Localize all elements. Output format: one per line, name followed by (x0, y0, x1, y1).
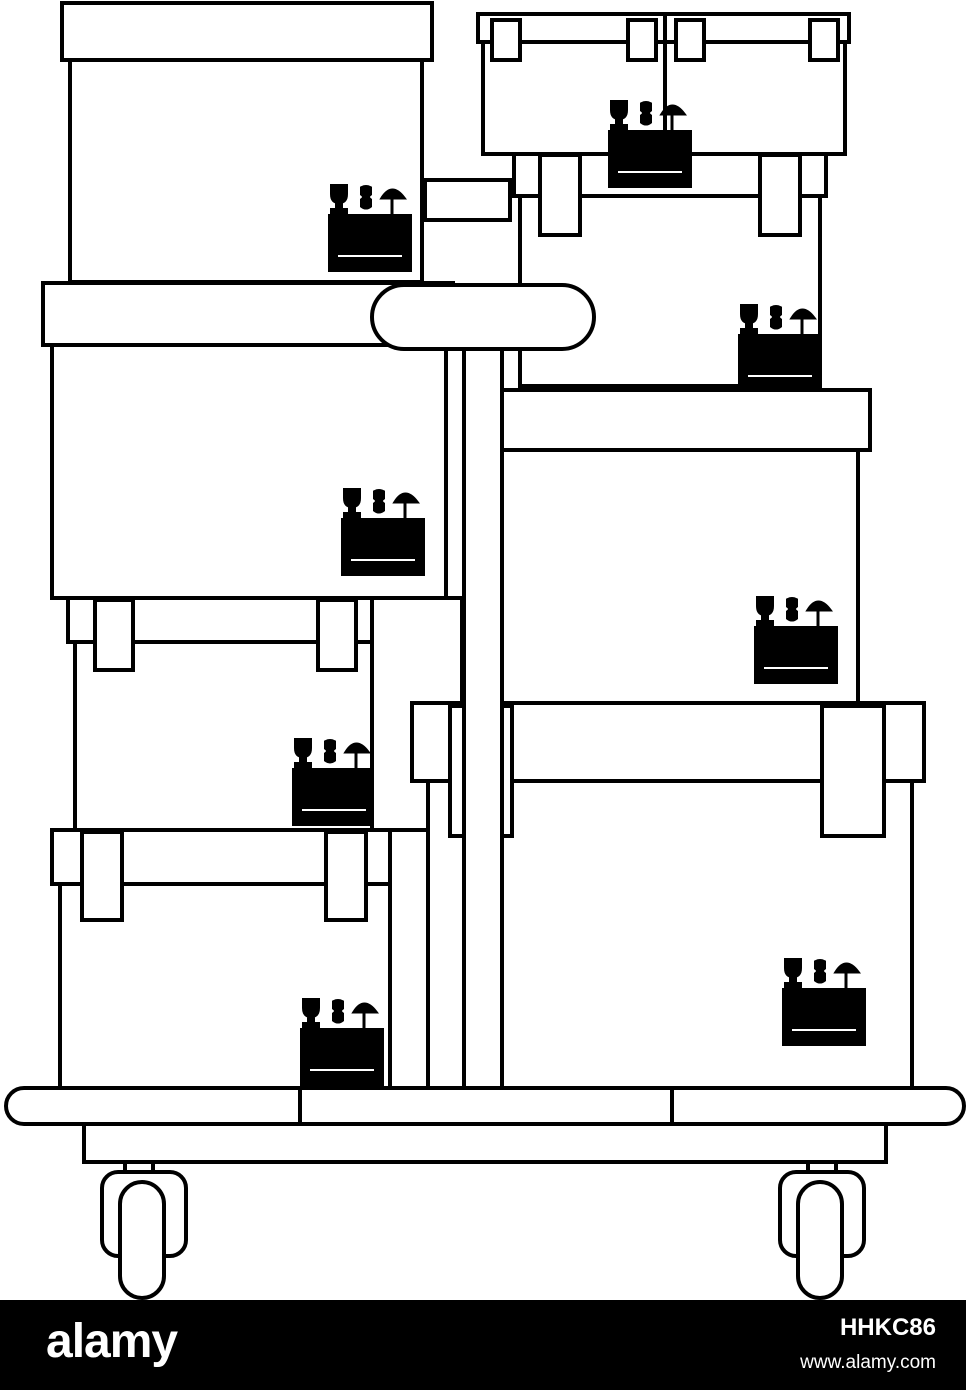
hand-truck-handle (370, 283, 596, 351)
hand-truck-with-boxes-illustration (4, 1, 966, 1300)
wheel-left (100, 1160, 188, 1300)
hand-truck (4, 283, 966, 1300)
wheel-right (778, 1160, 866, 1300)
site-url: www.alamy.com (800, 1352, 936, 1373)
box-top-left-lid (60, 1, 434, 62)
image-id: HHKC86 (839, 1314, 936, 1341)
box-right-middle-lid (496, 388, 872, 452)
alamy-logo: alamy (46, 1315, 178, 1368)
stock-footer-bar: alamy HHKC86 www.alamy.com (0, 1300, 966, 1390)
box-stack (41, 1, 926, 1090)
hand-truck-axle (82, 1122, 888, 1164)
hand-truck-base (4, 1086, 966, 1126)
hand-truck-pole (462, 338, 504, 1112)
